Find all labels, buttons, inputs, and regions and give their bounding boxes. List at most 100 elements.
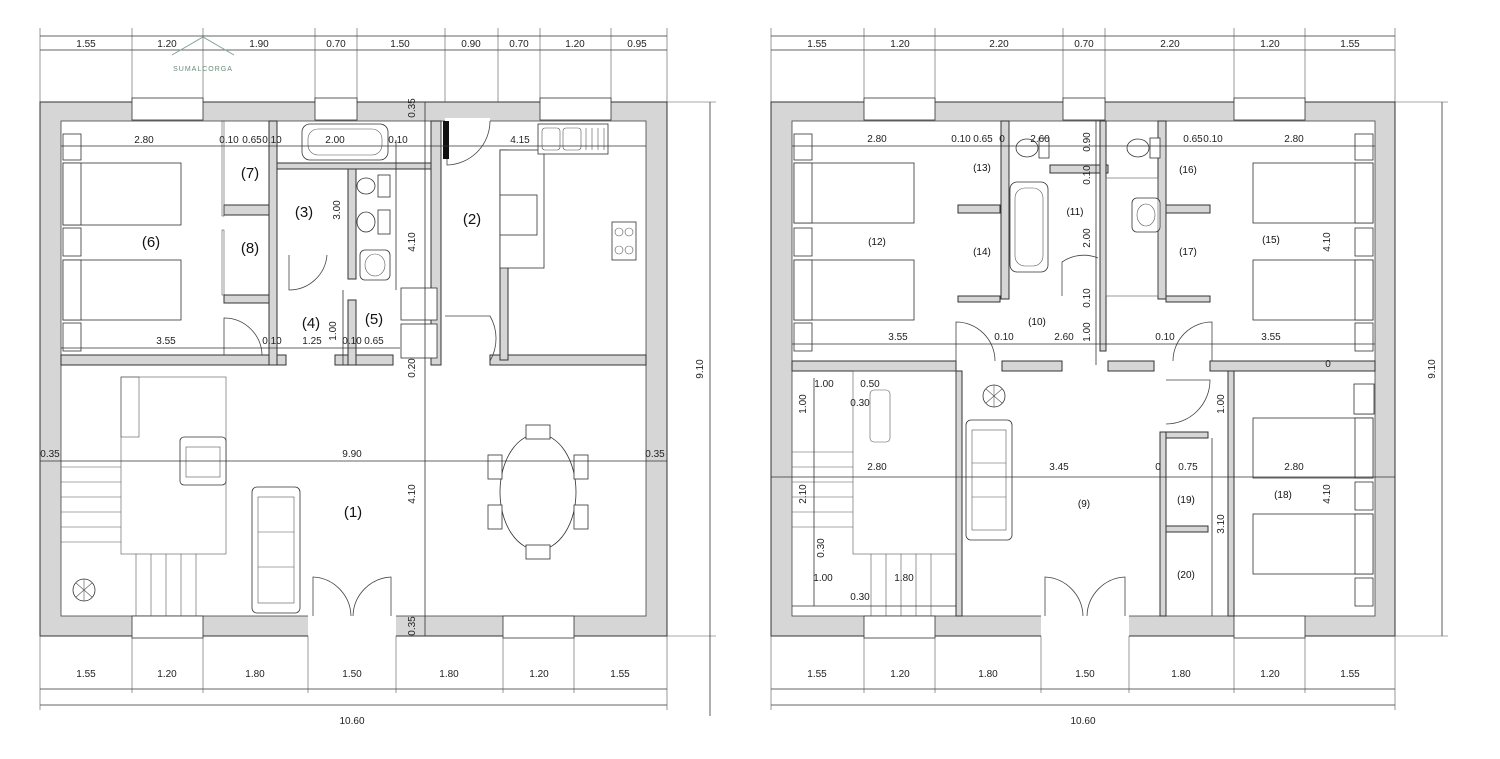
ground-top-dim-9: 0.95 bbox=[627, 39, 647, 50]
room-label-3: (3) bbox=[295, 204, 313, 221]
dim-label: 0.10 bbox=[951, 134, 971, 145]
dim-label: 0.65 bbox=[242, 135, 262, 146]
room-label-4: (4) bbox=[302, 315, 320, 332]
dim-label: 0.35 bbox=[40, 449, 60, 460]
partition-wall bbox=[60, 354, 287, 366]
ground-top-dim-6: 0.90 bbox=[461, 39, 481, 50]
dim-label: 0.30 bbox=[816, 538, 827, 558]
partition-wall bbox=[1159, 431, 1167, 617]
partition-wall bbox=[1049, 164, 1109, 174]
partition-wall bbox=[1159, 525, 1209, 533]
upper-bottom-dim-1: 1.55 bbox=[807, 669, 827, 680]
partition-wall bbox=[1099, 120, 1107, 352]
window bbox=[863, 97, 936, 121]
partition-wall bbox=[1209, 360, 1376, 372]
dim-label: 0 bbox=[999, 134, 1005, 145]
partition-wall bbox=[1000, 120, 1010, 300]
ground-bottom-dim-7: 1.55 bbox=[610, 669, 630, 680]
room-label-8: (8) bbox=[241, 240, 259, 257]
dim-label: 0.30 bbox=[850, 398, 870, 409]
door-swing bbox=[955, 321, 996, 362]
dim-label: 0.10 bbox=[262, 135, 282, 146]
dim-label: 0.20 bbox=[407, 358, 418, 378]
dim-label: 1.00 bbox=[798, 394, 809, 414]
door-swing bbox=[1172, 321, 1213, 362]
washbasin bbox=[359, 249, 391, 281]
watermark-logo: SUMALCORGA bbox=[171, 36, 235, 73]
window bbox=[131, 97, 204, 121]
ground-total-height-label: 9.10 bbox=[695, 359, 706, 379]
dim-label: 3.45 bbox=[1049, 462, 1069, 473]
entrance-door-swing bbox=[352, 576, 392, 617]
closet-line bbox=[221, 229, 225, 296]
dim-label: 1.00 bbox=[813, 573, 833, 584]
entrance-opening bbox=[308, 614, 396, 638]
ground-bottom-dim-1: 1.55 bbox=[76, 669, 96, 680]
ground-top-dim-2: 1.20 bbox=[157, 39, 177, 50]
dim-label: 0.90 bbox=[1082, 132, 1093, 152]
room-label-5: (5) bbox=[365, 311, 383, 328]
dim-label: 1.00 bbox=[814, 379, 834, 390]
window bbox=[1233, 97, 1306, 121]
upper-bottom-dim-2: 1.20 bbox=[890, 669, 910, 680]
dim-label: 4.10 bbox=[1322, 232, 1333, 252]
upper-bottom-dim-3: 1.80 bbox=[978, 669, 998, 680]
window bbox=[131, 615, 204, 639]
bathroom-fixture-outline bbox=[1105, 177, 1159, 297]
entrance-door-swing bbox=[312, 576, 352, 617]
ground-bottom-dimension-chain: 1.55 1.20 1.80 1.50 1.80 1.20 1.55 10.60 bbox=[39, 636, 668, 727]
dim-label: 0.65 bbox=[1183, 134, 1203, 145]
dim-label: 4.10 bbox=[1322, 484, 1333, 504]
sofa bbox=[965, 419, 1013, 541]
washbasin bbox=[1131, 197, 1161, 233]
door-swing bbox=[1086, 576, 1126, 617]
partition-wall bbox=[223, 204, 270, 216]
ground-bottom-dim-6: 1.20 bbox=[529, 669, 549, 680]
door-swing bbox=[1165, 379, 1211, 425]
dim-label: 0.75 bbox=[1178, 462, 1198, 473]
partition-wall bbox=[276, 162, 432, 170]
dim-label: 2.80 bbox=[134, 135, 154, 146]
nightstand bbox=[1353, 383, 1375, 415]
room-label-16: (16) bbox=[1179, 165, 1197, 176]
ground-bottom-dim-3: 1.80 bbox=[245, 669, 265, 680]
partition-wall bbox=[1165, 295, 1211, 303]
room-label-10: (10) bbox=[1028, 317, 1046, 328]
partition-wall bbox=[955, 370, 963, 617]
window bbox=[1233, 615, 1306, 639]
cooktop bbox=[611, 221, 637, 261]
ground-top-dim-7: 0.70 bbox=[509, 39, 529, 50]
room-label-17: (17) bbox=[1179, 247, 1197, 258]
room-label-20: (20) bbox=[1177, 570, 1195, 581]
room-label-12: (12) bbox=[868, 237, 886, 248]
partition-wall bbox=[347, 168, 357, 280]
upper-bottom-dimension-chain: 1.55 1.20 1.80 1.50 1.80 1.20 1.55 10.60 bbox=[770, 636, 1396, 727]
toilet bbox=[1126, 137, 1161, 159]
dim-label: 9.90 bbox=[342, 449, 362, 460]
door-swing bbox=[445, 315, 497, 362]
dim-label: 3.55 bbox=[156, 336, 176, 347]
ground-bottom-dim-5: 1.80 bbox=[439, 669, 459, 680]
dim-label: 2.80 bbox=[867, 134, 887, 145]
upper-total-width-label: 10.60 bbox=[1070, 716, 1095, 727]
ground-top-dim-3: 1.90 bbox=[249, 39, 269, 50]
dim-label: 0.10 bbox=[262, 336, 282, 347]
double-bed bbox=[62, 133, 182, 352]
ground-bottom-dim-2: 1.20 bbox=[157, 669, 177, 680]
dim-label: 1.00 bbox=[328, 321, 339, 341]
dim-label: 2.00 bbox=[325, 135, 345, 146]
dim-label: 4.15 bbox=[510, 135, 530, 146]
dim-label: 2.00 bbox=[1082, 228, 1093, 248]
bidet bbox=[356, 209, 391, 235]
room-label-9: (9) bbox=[1078, 499, 1090, 510]
door-swing bbox=[1044, 576, 1084, 617]
toilet bbox=[1015, 137, 1050, 159]
upper-bottom-dim-7: 1.55 bbox=[1340, 669, 1360, 680]
dim-label: 0.10 bbox=[1155, 332, 1175, 343]
ground-bottom-dim-4: 1.50 bbox=[342, 669, 362, 680]
partition-wall bbox=[791, 360, 957, 372]
dim-label: 0.10 bbox=[1203, 134, 1223, 145]
plant-icon bbox=[982, 384, 1006, 408]
dim-label: 1.80 bbox=[894, 573, 914, 584]
